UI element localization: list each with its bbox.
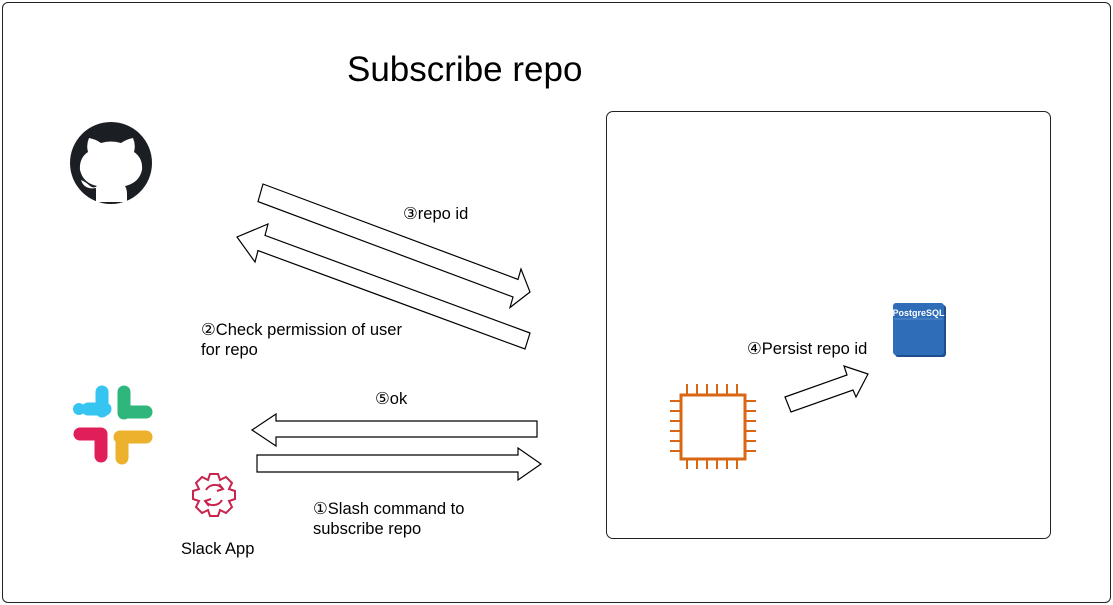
github-logo-icon	[70, 122, 152, 204]
step-repo-id-label: ③repo id	[403, 205, 469, 223]
database-label: PostgreSQL	[892, 308, 945, 318]
gear-sync-icon	[192, 473, 236, 517]
step-persist-label: ④Persist repo id	[747, 340, 868, 358]
step-slash-command-line1: ①Slash command to	[313, 500, 465, 518]
arrow-check-permission	[236, 222, 531, 350]
postgresql-database-icon: PostgreSQL	[892, 303, 946, 357]
arrow-persist	[784, 365, 869, 413]
step-check-permission-line2: for repo	[201, 341, 258, 359]
server-boundary-box	[606, 111, 1051, 539]
step-ok-label: ⑤ok	[375, 390, 408, 408]
step-check-permission-line1: ②Check permission of user	[201, 321, 402, 339]
arrow-slash-command	[256, 446, 543, 482]
slack-app-label: Slack App	[181, 540, 255, 558]
arrow-ok	[250, 412, 538, 448]
step-slash-command-line2: subscribe repo	[313, 520, 422, 538]
diagram-title: Subscribe repo	[347, 50, 583, 89]
arrow-repo-id	[257, 183, 531, 310]
cpu-chip-icon	[670, 384, 756, 469]
slack-logo-icon	[73, 385, 153, 465]
